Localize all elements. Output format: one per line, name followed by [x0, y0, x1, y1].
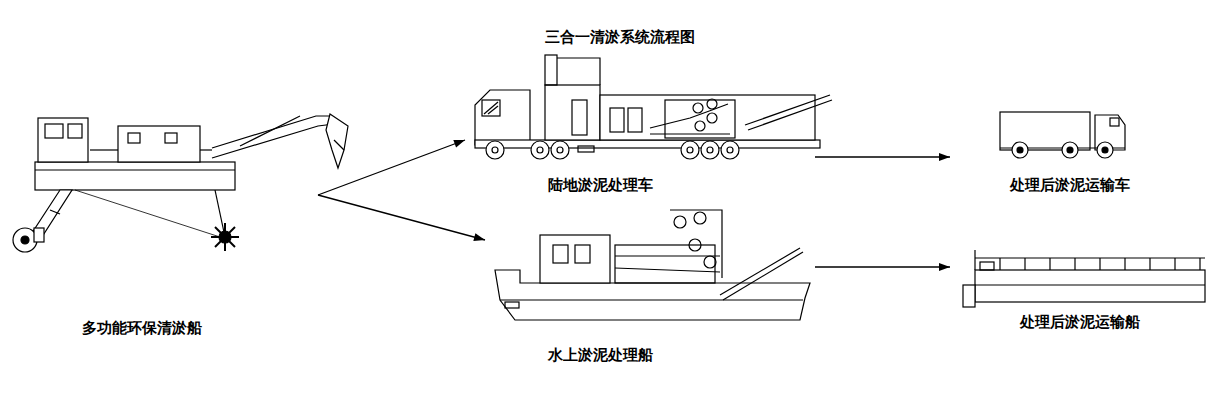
- processing-ship: [495, 210, 810, 320]
- arrow-head: [939, 263, 950, 271]
- flow-arrow: [815, 153, 950, 161]
- node-caption: 陆地淤泥处理车: [548, 176, 653, 194]
- machine-node: 水上淤泥处理船: [485, 200, 815, 370]
- node-caption: 多功能环保清淤船: [82, 319, 202, 337]
- machine-node: 陆地淤泥处理车: [465, 50, 815, 200]
- arrow-head: [473, 233, 485, 241]
- arrow-head: [939, 153, 950, 161]
- flow-arrow: [815, 263, 950, 271]
- flow-arrow: [318, 195, 485, 241]
- arrow-line: [815, 266, 950, 267]
- arrow-line: [318, 140, 465, 195]
- transport-ship: [963, 250, 1205, 307]
- arrow-line: [318, 195, 485, 240]
- arrow-head: [453, 140, 465, 148]
- node-caption: 处理后淤泥运输车: [1010, 176, 1130, 194]
- dredging-boat: [13, 114, 348, 252]
- processing-truck: [475, 55, 832, 159]
- machine-node: 处理后淤泥运输船: [950, 245, 1205, 345]
- arrow-line: [815, 156, 950, 157]
- node-caption: 处理后淤泥运输船: [1020, 313, 1140, 331]
- transport-truck: [1000, 112, 1125, 158]
- machine-node: 多功能环保清淤船: [5, 85, 318, 345]
- diagram-title: 三合一清淤系统流程图: [545, 28, 695, 46]
- flow-arrow: [318, 140, 465, 195]
- machine-node: 处理后淤泥运输车: [950, 100, 1190, 200]
- node-caption: 水上淤泥处理船: [548, 346, 653, 364]
